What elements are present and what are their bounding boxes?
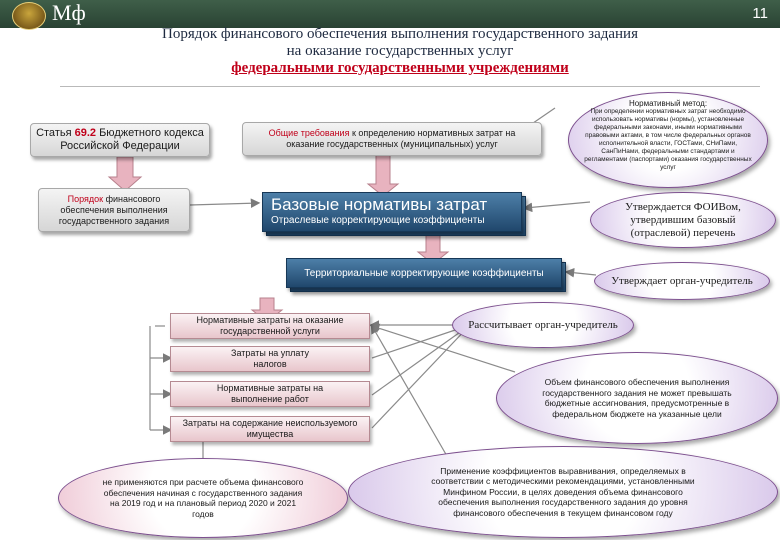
order-text: финансового обеспечения выполнения госуд… [58,193,170,226]
article-rest: Бюджетного кодекса Российской Федерации [60,127,204,152]
method-text: При определении нормативных затрат необх… [584,108,752,171]
base-norms-subtitle: Отраслевые корректирующие коэффициенты [271,215,485,226]
general-req-text: к определению нормативных затрат на оказ… [286,128,516,149]
norm-costs-services-box: Нормативные затраты на оказание государс… [170,313,370,339]
territorial-box: Территориальные корректирующие коэффицие… [286,258,562,288]
title-line-2: на оказание государственных услуг [286,43,514,59]
header-divider [60,86,760,87]
method-title: Нормативный метод: [628,99,708,108]
page-title: Порядок финансового обеспечения выполнен… [80,26,720,77]
header-bar [0,0,780,28]
slide-number: 11 [752,5,768,22]
norm-costs-works-box: Нормативные затраты на выполнение работ [170,381,370,407]
approved-by-foiv-oval: Утверждается ФОИВом, утвердившим базовый… [590,192,776,248]
order-highlight: Порядок [67,193,104,204]
article-number: 69.2 [74,127,97,139]
order-box: Порядок финансового обеспечения выполнен… [38,188,190,232]
article-prefix: Статья [36,127,75,139]
base-norms-box: Базовые нормативы затрат Отраслевые корр… [262,192,522,232]
property-costs-box: Затраты на содержание неиспользуемого им… [170,416,370,442]
general-requirements-box: Общие требования к определению нормативн… [242,122,542,156]
pink-arrows [107,149,450,323]
not-applied-oval: не применяются при расчете объема финанс… [58,458,348,538]
tax-costs-box: Затраты на уплату налогов [170,346,370,372]
title-line-3: федеральными государственными учреждения… [231,60,569,76]
volume-limit-oval: Объем финансового обеспечения выполнения… [496,352,778,444]
title-line-1: Порядок финансового обеспечения выполнен… [162,26,638,42]
equalization-coefficients-oval: Применение коэффициентов выравнивания, о… [348,446,778,538]
base-norms-title: Базовые нормативы затрат [271,195,488,214]
normative-method-oval: Нормативный метод: При определении норма… [568,92,768,188]
logo-text: Мф [52,0,86,25]
calculated-by-founder-oval: Рассчитывает орган-учредитель [452,302,634,348]
article-box: Статья 69.2 Бюджетного кодекса Российско… [30,123,210,157]
ministry-emblem-icon [12,2,46,30]
approved-by-founder-oval: Утверждает орган-учредитель [594,262,770,300]
general-req-highlight: Общие требования [268,128,350,138]
